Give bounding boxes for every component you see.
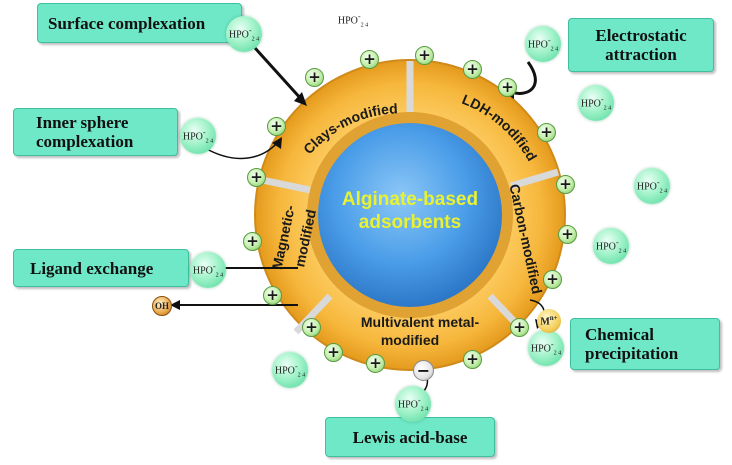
positive-charge: +: [537, 123, 556, 142]
divider-right-upper: [510, 168, 559, 190]
phosphate-ion: HPO-2 4: [226, 16, 262, 52]
phosphate-ion: HPO-2 4: [190, 252, 226, 288]
positive-charge: +: [510, 318, 529, 337]
phosphate-ion: HPO-2 4: [180, 118, 216, 154]
label-electrostatic-line1: Electrostatic: [595, 26, 687, 45]
positive-charge: +: [463, 350, 482, 369]
label-lewis-acid-base: Lewis acid-base: [352, 427, 468, 447]
positive-charge: +: [305, 68, 324, 87]
phosphate-ion: HPO-2 4: [337, 11, 369, 29]
positive-charge: +: [543, 270, 562, 289]
positive-charge: +: [366, 354, 385, 373]
arrow-electrostatic: [509, 61, 537, 95]
phosphate-ion: HPO-2 4: [634, 168, 670, 204]
arrowhead-oh: [170, 300, 180, 310]
positive-charge: +: [263, 286, 282, 305]
hydroxide-ion: OH: [152, 296, 172, 316]
box-inner-sphere-complexation: Inner sphere complexation: [13, 108, 178, 156]
phosphate-ion: HPO-2 4: [593, 228, 629, 264]
box-electrostatic-attraction: Electrostatic attraction: [568, 18, 714, 72]
metal-cation: Mn+: [537, 309, 561, 333]
box-lewis-acid-base: Lewis acid-base: [325, 417, 495, 457]
label-inner-sphere-line1: Inner sphere: [36, 113, 129, 132]
positive-charge: +: [556, 175, 575, 194]
positive-charge: +: [324, 343, 343, 362]
positive-charge: +: [498, 78, 517, 97]
center-title-line1: Alginate-based: [342, 189, 478, 210]
label-chemical-line2: precipitation: [585, 344, 679, 363]
phosphate-ion: HPO-2 4: [272, 352, 308, 388]
divider-left-upper: [261, 176, 311, 194]
label-electrostatic-line2: attraction: [605, 45, 677, 64]
segment-label-multivalent-line2: modified: [381, 332, 439, 348]
positive-charge: +: [243, 232, 262, 251]
positive-charge: +: [415, 46, 434, 65]
positive-charge: +: [360, 50, 379, 69]
phosphate-ion: HPO-2 4: [525, 26, 561, 62]
arrowhead-surface: [294, 92, 307, 106]
center-title-line2: adsorbents: [359, 212, 461, 233]
arrow-surface-complexation: [253, 46, 304, 102]
positive-charge: +: [247, 168, 266, 187]
divider-left-lower: [293, 293, 333, 335]
box-chemical-precipitation: Chemical precipitation: [570, 318, 720, 370]
label-surface-complexation: Surface complexation: [48, 13, 206, 33]
positive-charge: +: [267, 117, 286, 136]
positive-charge: +: [558, 225, 577, 244]
phosphate-ion: HPO-2 4: [395, 386, 431, 422]
label-chemical-line1: Chemical: [585, 325, 654, 344]
segment-label-multivalent-line1: Multivalent metal-: [361, 314, 480, 330]
negative-charge: −: [413, 360, 434, 381]
phosphate-ion: HPO-2 4: [528, 330, 564, 366]
core-circle: [318, 123, 502, 307]
label-inner-sphere-line2: complexation: [36, 132, 134, 151]
phosphate-ion: HPO-2 4: [578, 85, 614, 121]
arrowhead-inner-sphere: [272, 137, 282, 149]
arrow-inner-sphere: [204, 141, 279, 160]
positive-charge: +: [463, 60, 482, 79]
segment-dividers: [261, 61, 559, 336]
box-ligand-exchange: Ligand exchange: [13, 249, 189, 287]
positive-charge: +: [302, 318, 321, 337]
label-ligand-exchange: Ligand exchange: [30, 258, 154, 278]
box-surface-complexation: Surface complexation: [37, 3, 242, 43]
